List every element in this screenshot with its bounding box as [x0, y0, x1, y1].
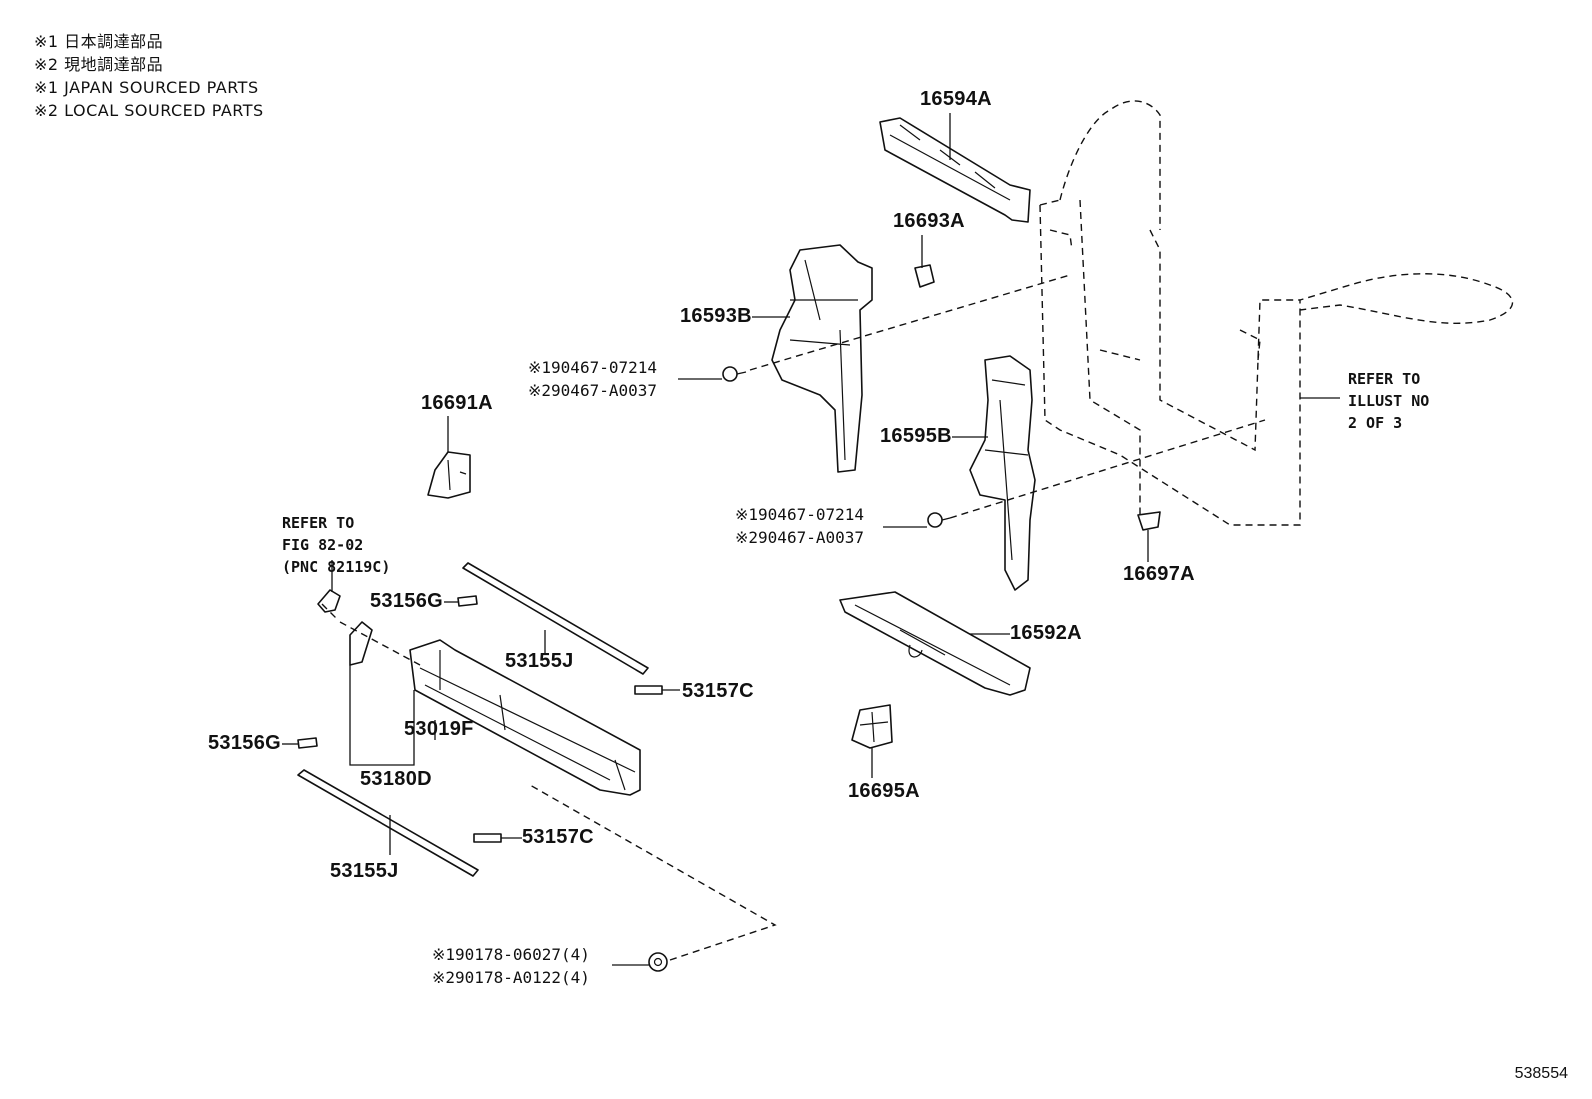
refer-note-right: REFER TO ILLUST NO 2 OF 3	[1348, 368, 1429, 434]
part-16691A	[427, 451, 471, 499]
refer-note-line: REFER TO	[1348, 370, 1421, 388]
bolt-middle	[927, 512, 951, 528]
part-16594A	[879, 117, 1031, 223]
part-16595B	[969, 355, 1036, 591]
label-16594A: 16594A	[920, 88, 992, 110]
label-16691A: 16691A	[421, 392, 493, 414]
fastener-part-number: ※190467-07214	[528, 358, 657, 377]
part-53156G-top	[457, 595, 478, 607]
part-refer-fig-82-02	[317, 589, 341, 613]
assembly-lines	[321, 274, 1266, 961]
part-53157C-bottom	[473, 833, 502, 843]
refer-note-line: 2 OF 3	[1348, 414, 1403, 432]
part-16592A	[839, 591, 1031, 696]
refer-note-line: FIG 82-02	[282, 536, 364, 554]
label-53155J-bottom: 53155J	[330, 860, 399, 882]
refer-note-line: REFER TO	[282, 514, 355, 532]
label-16697A: 16697A	[1123, 563, 1195, 585]
part-53155J-bottom	[297, 769, 479, 877]
legend-item: ※1 JAPAN SOURCED PARTS	[34, 78, 259, 97]
fastener-part-number: ※290178-A0122(4)	[432, 968, 590, 987]
fastener-upper-callout: ※190467-07214 ※290467-A0037	[528, 356, 657, 402]
sheet-number: 538554	[1514, 1065, 1568, 1082]
refer-note-line: (PNC 82119C)	[282, 558, 391, 576]
fastener-bottom-callout: ※190178-06027(4) ※290178-A0122(4)	[432, 943, 590, 989]
legend: ※1 日本調達部品 ※2 現地調達部品 ※1 JAPAN SOURCED PAR…	[34, 30, 264, 122]
label-53156G-left: 53156G	[208, 732, 281, 754]
label-53155J-top: 53155J	[505, 650, 574, 672]
part-53155J-top	[462, 562, 649, 675]
part-16593B	[771, 244, 873, 473]
label-53019F: 53019F	[404, 718, 474, 740]
label-16593B: 16593B	[680, 305, 752, 327]
nut-bottom	[648, 952, 668, 972]
part-16695A	[851, 704, 893, 749]
leader-lines	[282, 113, 1340, 966]
part-16693A	[914, 264, 935, 288]
fastener-part-number: ※290467-A0037	[735, 528, 864, 547]
label-53157C-top: 53157C	[682, 680, 754, 702]
label-16595B: 16595B	[880, 425, 952, 447]
label-53180D: 53180D	[360, 768, 432, 790]
legend-item: ※2 LOCAL SOURCED PARTS	[34, 101, 264, 120]
fastener-middle-callout: ※190467-07214 ※290467-A0037	[735, 503, 864, 549]
bolt-upper	[722, 366, 747, 382]
part-53180D	[349, 621, 373, 666]
refer-note-line: ILLUST NO	[1348, 392, 1430, 410]
part-53019F	[409, 639, 641, 796]
legend-item: ※2 現地調達部品	[34, 55, 164, 74]
refer-note-left: REFER TO FIG 82-02 (PNC 82119C)	[282, 512, 390, 578]
label-16695A: 16695A	[848, 780, 920, 802]
legend-item: ※1 日本調達部品	[34, 32, 164, 51]
part-53156G-left	[297, 737, 318, 749]
label-53157C-bottom: 53157C	[522, 826, 594, 848]
fastener-part-number: ※190178-06027(4)	[432, 945, 590, 964]
label-16693A: 16693A	[893, 210, 965, 232]
label-53156G-top: 53156G	[370, 590, 443, 612]
radiator-support-frame	[1039, 100, 1513, 526]
part-53157C-top	[634, 685, 663, 695]
label-16592A: 16592A	[1010, 622, 1082, 644]
part-16697A	[1137, 511, 1161, 531]
fastener-part-number: ※190467-07214	[735, 505, 864, 524]
fastener-part-number: ※290467-A0037	[528, 381, 657, 400]
